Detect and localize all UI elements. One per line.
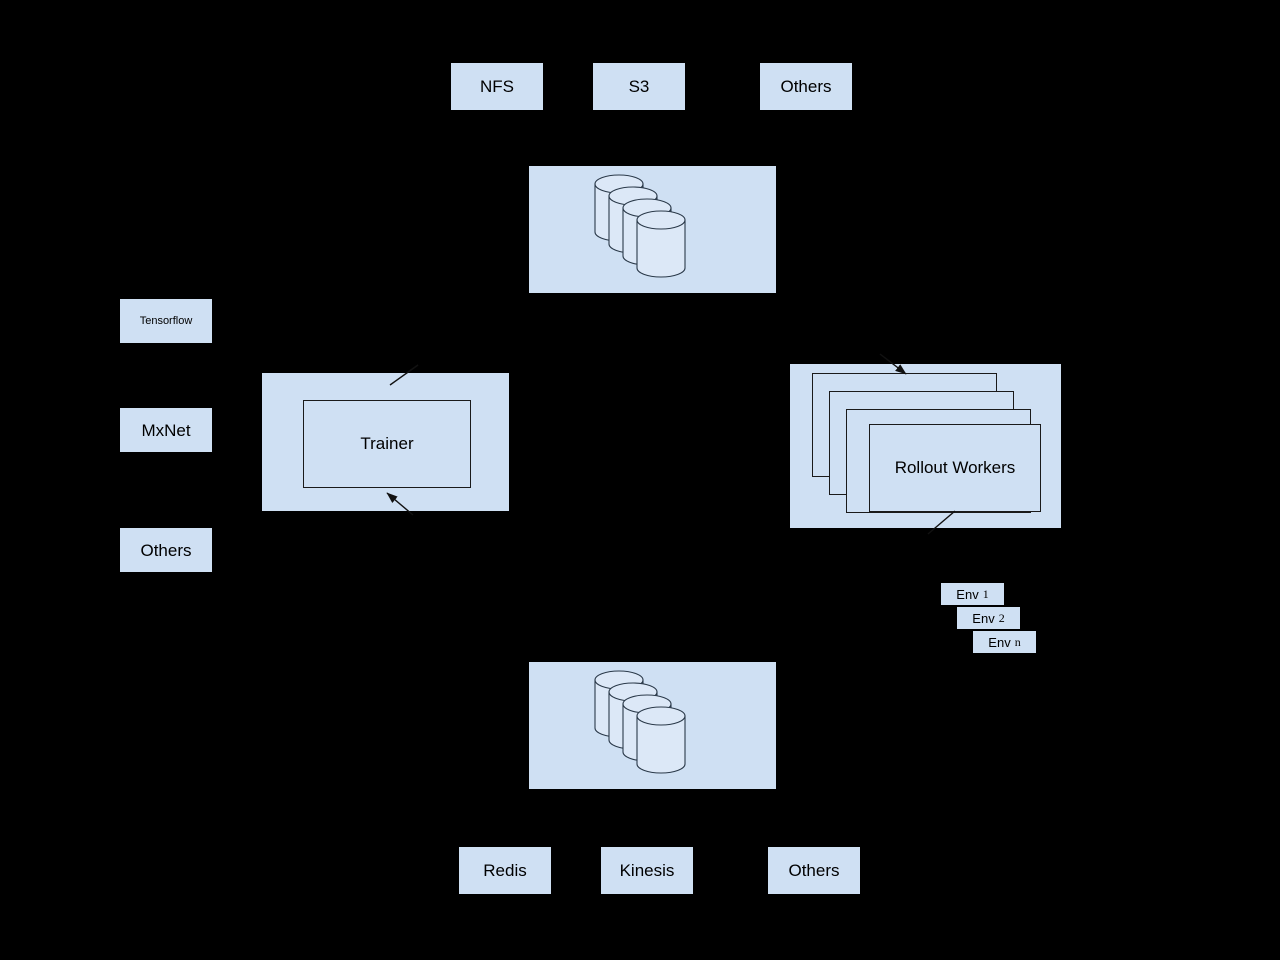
queue-backend-kinesis[interactable]: Kinesis	[601, 847, 693, 894]
storage-backend-s3[interactable]: S3	[593, 63, 685, 110]
storage-backend-others[interactable]: Others	[760, 63, 852, 110]
env-label: Env	[956, 586, 979, 602]
env-index: 1	[982, 586, 989, 601]
env-index: n	[1014, 634, 1021, 649]
cylinder-stack-replay	[589, 664, 709, 784]
connector-trainer-up-extend	[407, 364, 419, 373]
framework-mxnet[interactable]: MxNet	[120, 408, 212, 452]
rollout-worker-card-front[interactable]: Rollout Workers	[869, 424, 1041, 512]
storage-backend-nfs[interactable]: NFS	[451, 63, 543, 110]
queue-backend-redis[interactable]: Redis	[459, 847, 551, 894]
framework-others[interactable]: Others	[120, 528, 212, 572]
queue-backend-others[interactable]: Others	[768, 847, 860, 894]
cylinder-stack-model	[589, 168, 709, 288]
env-label: Env	[972, 610, 995, 626]
env-label: Env	[988, 634, 1011, 650]
framework-tensorflow[interactable]: Tensorflow	[120, 299, 212, 343]
trainer-card[interactable]: Trainer	[303, 400, 471, 488]
env-index: 2	[998, 610, 1005, 625]
